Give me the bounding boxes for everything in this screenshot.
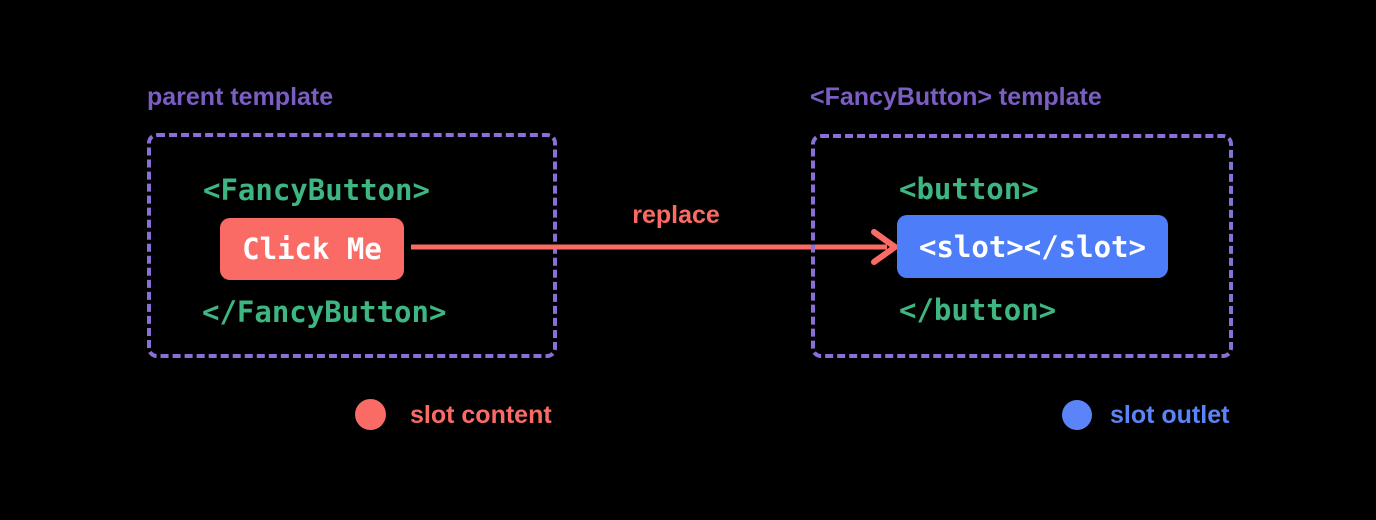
- click-me-button: Click Me: [220, 218, 404, 280]
- slot-outlet-code: <slot></slot>: [919, 229, 1146, 264]
- button-close-tag: </button>: [899, 293, 1057, 327]
- fancy-template-box: <button> <slot></slot> </button>: [811, 134, 1233, 358]
- slot-outlet-box: <slot></slot>: [897, 215, 1168, 278]
- parent-template-title: parent template: [147, 83, 334, 111]
- slot-outlet-swatch: [1062, 400, 1092, 430]
- fancybutton-close-tag: </FancyButton>: [202, 295, 447, 329]
- slot-content-legend-label: slot content: [410, 401, 552, 429]
- click-me-label: Click Me: [242, 232, 382, 266]
- parent-template-box: <FancyButton> Click Me </FancyButton>: [147, 133, 557, 358]
- fancy-template-title: <FancyButton> template: [810, 83, 1102, 111]
- slot-outlet-legend-label: slot outlet: [1110, 401, 1230, 429]
- slot-content-swatch: [355, 399, 386, 430]
- button-open-tag: <button>: [899, 172, 1039, 206]
- replace-label: replace: [632, 201, 720, 229]
- replace-arrow: [411, 229, 898, 265]
- fancybutton-open-tag: <FancyButton>: [203, 173, 430, 207]
